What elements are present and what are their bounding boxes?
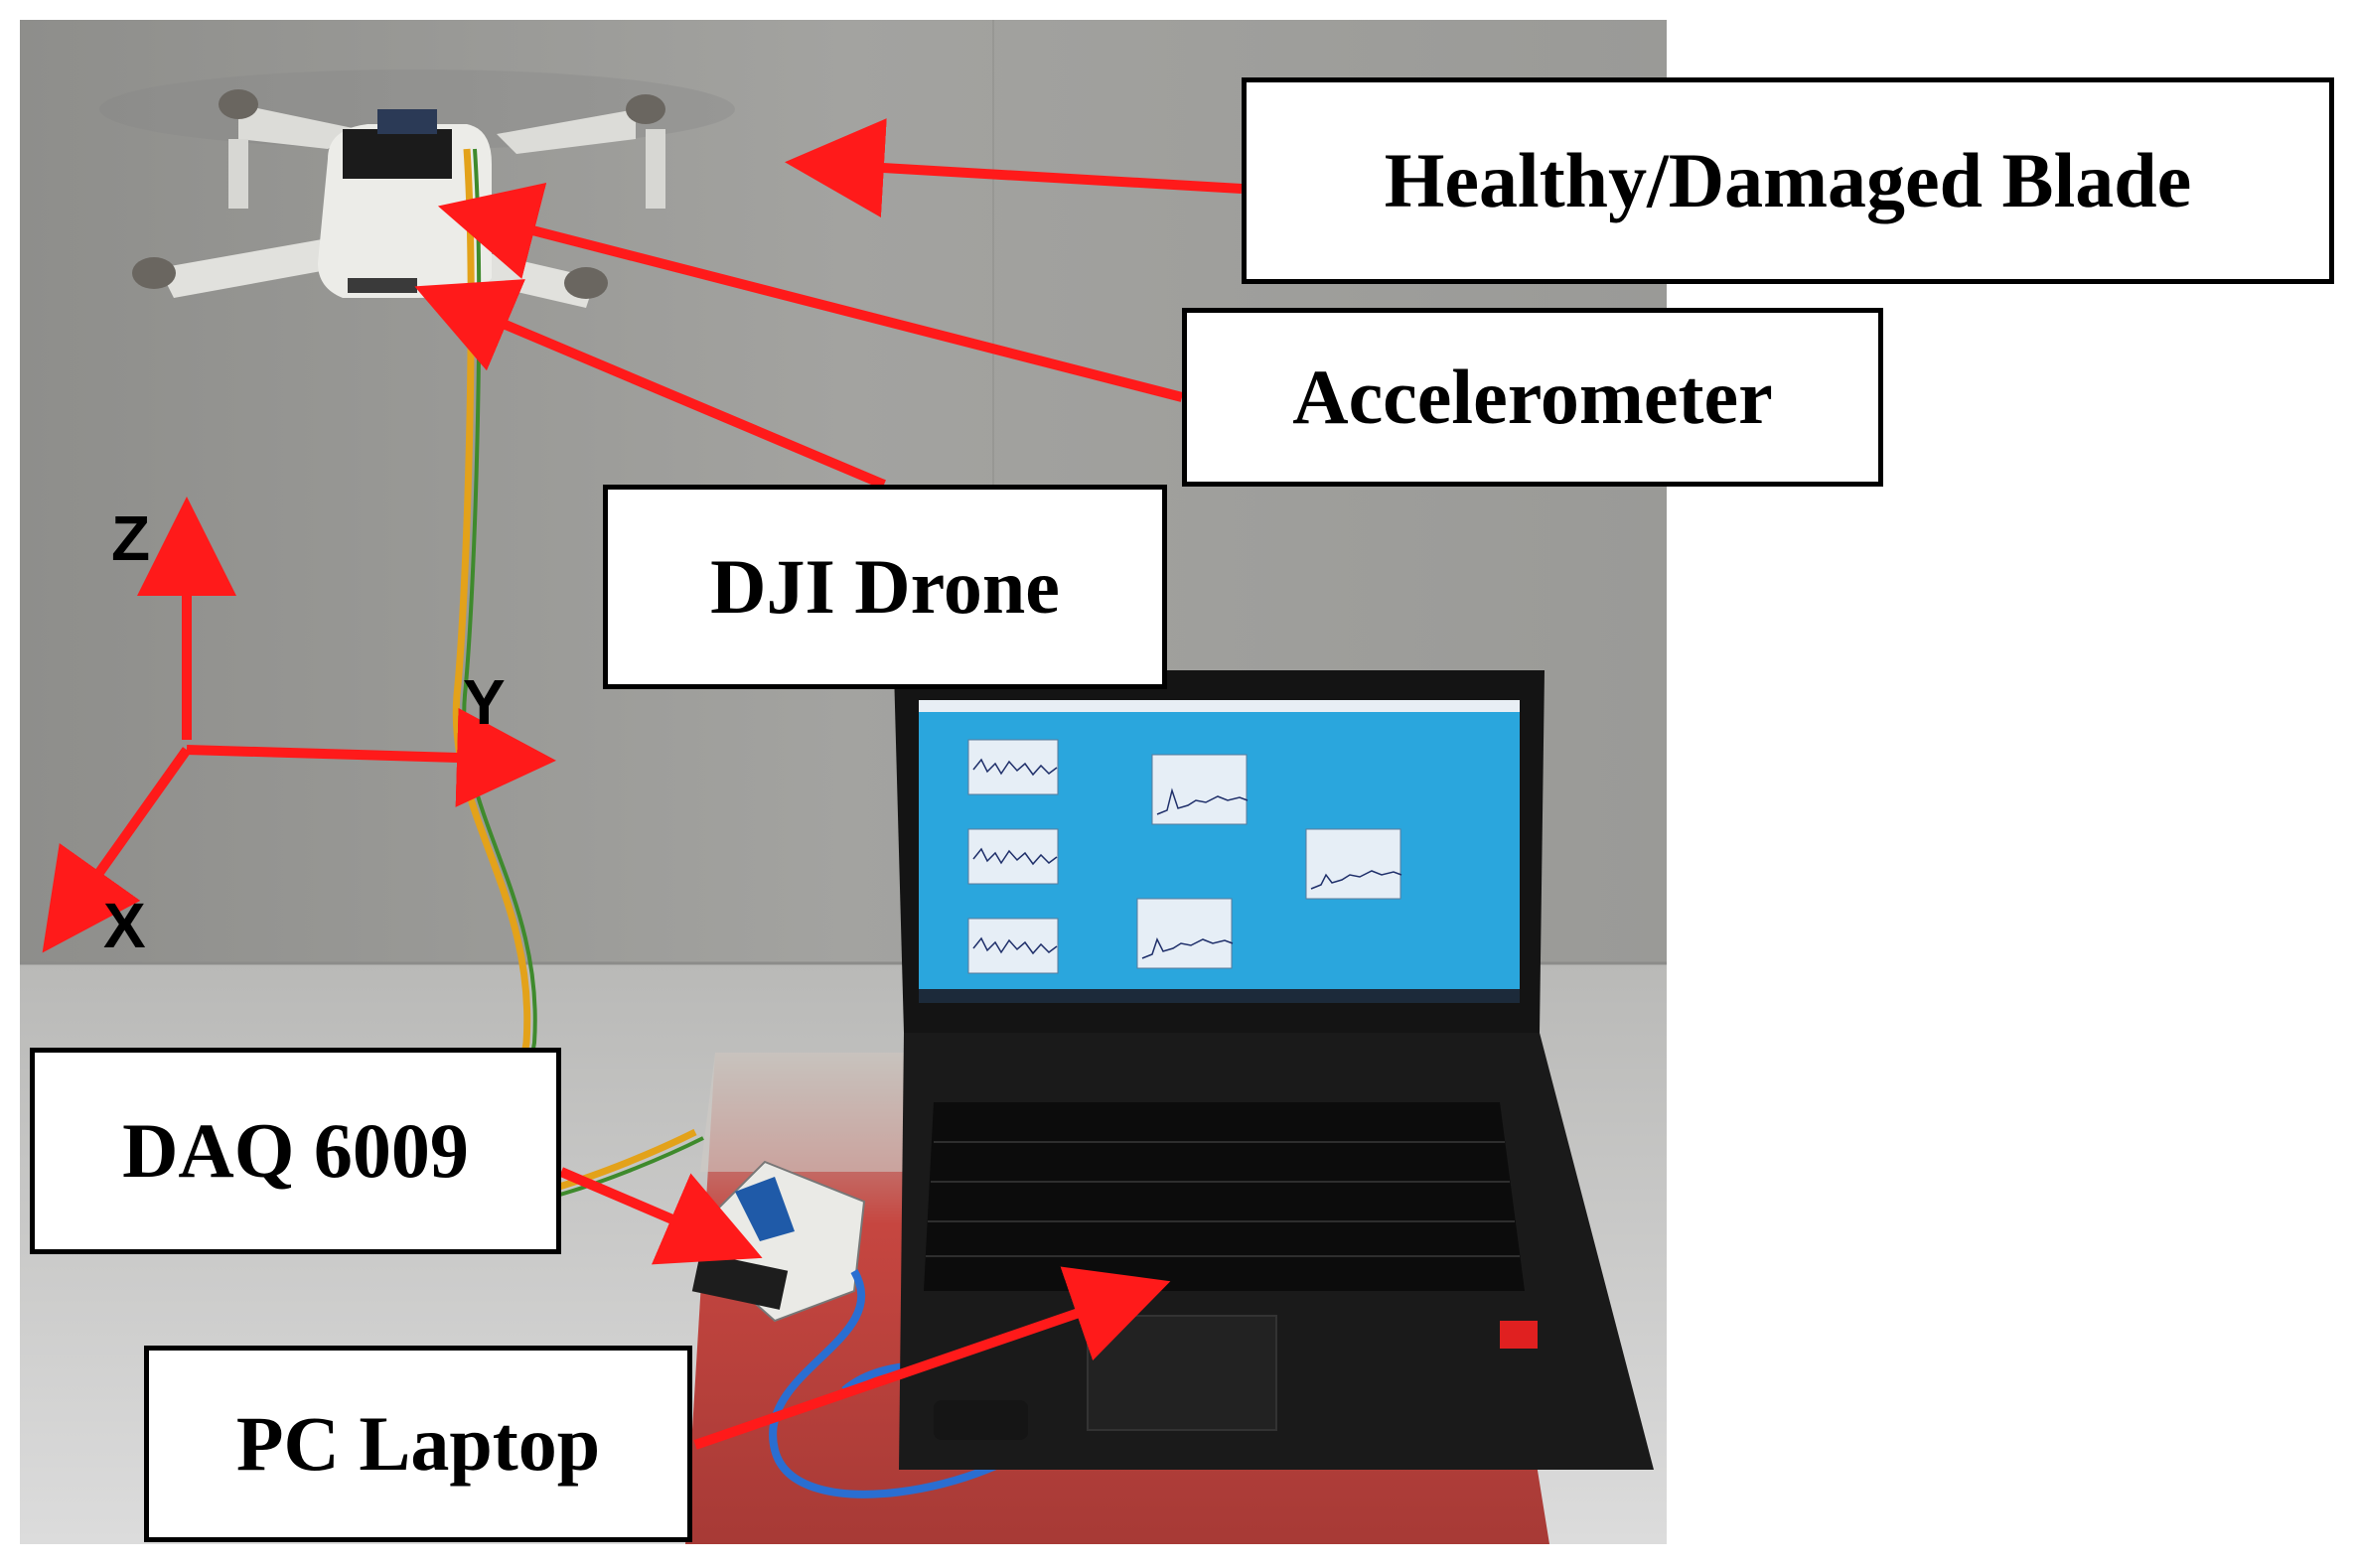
arrow-daq (559, 1167, 763, 1265)
axis-y-line (186, 707, 556, 807)
arrow-drone (414, 279, 886, 490)
arrow-blade (785, 118, 1243, 217)
callout-daq: DAQ 6009 (30, 1048, 561, 1254)
axis-y-label: Y (463, 666, 506, 738)
arrow-laptop (693, 1266, 1171, 1450)
axis-z-label: Z (111, 502, 151, 574)
axis-x-line (42, 747, 192, 953)
arrow-accelerometer (437, 182, 1184, 402)
axis-x-label: X (103, 890, 146, 961)
callout-blade: Healthy/Damaged Blade (1242, 77, 2334, 284)
callout-drone: DJI Drone (603, 485, 1167, 689)
laptop (894, 670, 1654, 1470)
callout-accelerometer: Accelerometer (1182, 308, 1883, 487)
coordinate-axes (42, 497, 556, 953)
callout-laptop: PC Laptop (144, 1346, 692, 1542)
